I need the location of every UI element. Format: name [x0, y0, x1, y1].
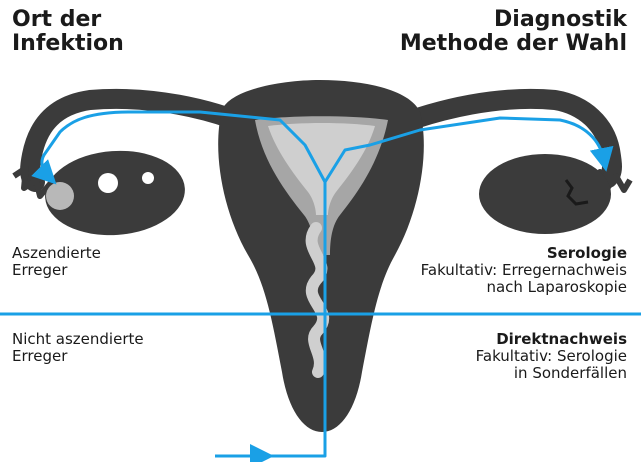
method-serology-line1: Fakultativ: Erregernachweis: [421, 262, 627, 279]
label-non-ascending-line2: Erreger: [12, 348, 144, 365]
right-ovary: [479, 154, 611, 234]
label-non-ascending-pathogens: Nicht aszendierte Erreger: [12, 331, 144, 365]
method-direct-detection-line2: in Sonderfällen: [476, 365, 627, 382]
heading-infection-site: Ort der Infektion: [12, 8, 124, 56]
method-direct-detection-line1: Fakultativ: Serologie: [476, 348, 627, 365]
left-ovary-infection-spot: [46, 182, 74, 210]
left-ovary-follicle-small: [142, 172, 154, 184]
method-serology-title: Serologie: [421, 245, 627, 262]
heading-infection-site-line2: Infektion: [12, 32, 124, 56]
label-non-ascending-line1: Nicht aszendierte: [12, 331, 144, 348]
heading-diagnostics-line2: Methode der Wahl: [400, 32, 627, 56]
label-ascending-pathogens: Aszendierte Erreger: [12, 245, 101, 279]
method-direct-detection: Direktnachweis Fakultativ: Serologie in …: [476, 331, 627, 382]
label-ascending-line1: Aszendierte: [12, 245, 101, 262]
method-direct-detection-title: Direktnachweis: [476, 331, 627, 348]
method-serology-line2: nach Laparoskopie: [421, 279, 627, 296]
heading-diagnostics-line1: Diagnostik: [400, 8, 627, 32]
method-serology: Serologie Fakultativ: Erregernachweis na…: [421, 245, 627, 296]
heading-infection-site-line1: Ort der: [12, 8, 124, 32]
left-ovary-follicle-large: [98, 173, 118, 193]
heading-diagnostics: Diagnostik Methode der Wahl: [400, 8, 627, 56]
label-ascending-line2: Erreger: [12, 262, 101, 279]
